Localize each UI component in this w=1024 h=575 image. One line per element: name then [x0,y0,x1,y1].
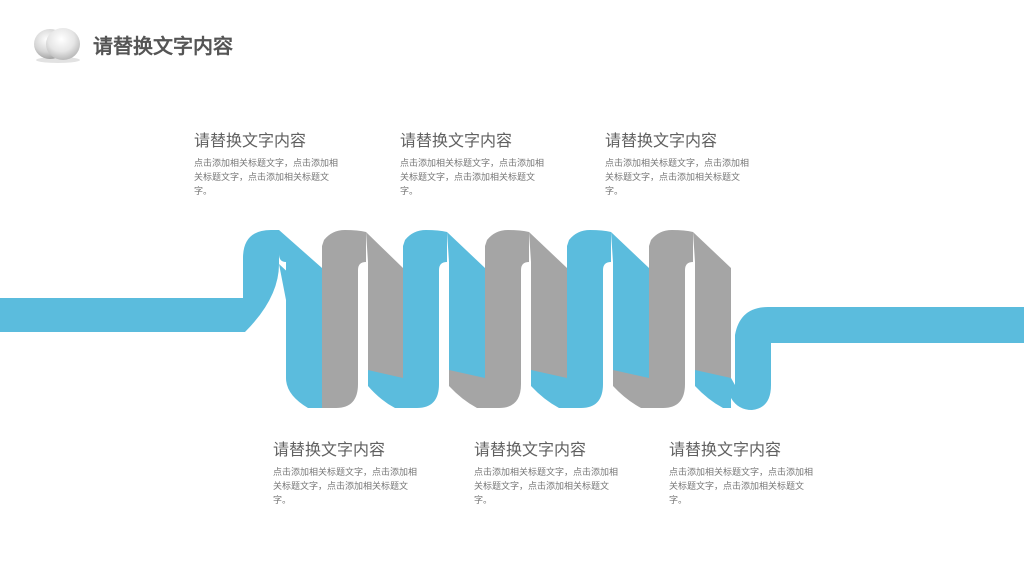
block-title: 请替换文字内容 [669,440,782,459]
blue-strand-2 [567,230,611,408]
block-title: 请替换文字内容 [605,131,718,150]
lower-gray-2 [613,370,649,408]
block-body: 点击添加相关标题文字，点击添加相关标题文字，点击添加相关标题文字。 [400,159,545,197]
coil-blue-diagonals [279,230,649,408]
blue-strand-1 [403,230,447,408]
coil-lower-diagonals [368,370,731,408]
top-block-3: 请替换文字内容 点击添加相关标题文字，点击添加相关标题文字，点击添加相关标题文字… [605,131,765,199]
block-body: 点击添加相关标题文字，点击添加相关标题文字，点击添加相关标题文字。 [273,468,418,506]
bottom-block-3: 请替换文字内容 点击添加相关标题文字，点击添加相关标题文字，点击添加相关标题文字… [669,440,829,508]
coil-right-bar [735,307,1024,385]
block-body: 点击添加相关标题文字，点击添加相关标题文字，点击添加相关标题文字。 [474,468,619,506]
blue-diag-c [611,232,649,378]
gray-strand-2 [485,230,529,408]
top-block-1: 请替换文字内容 点击添加相关标题文字，点击添加相关标题文字，点击添加相关标题文字… [194,131,354,199]
block-title: 请替换文字内容 [474,440,587,459]
gray-diag-c [693,232,731,378]
gray-diag-b [529,232,567,378]
lower-blue-3 [695,370,731,408]
bottom-block-1: 请替换文字内容 点击添加相关标题文字，点击添加相关标题文字，点击添加相关标题文字… [273,440,433,508]
logo-icon [34,28,80,63]
block-body: 点击添加相关标题文字，点击添加相关标题文字，点击添加相关标题文字。 [669,468,814,506]
top-block-2: 请替换文字内容 点击添加相关标题文字，点击添加相关标题文字，点击添加相关标题文字… [400,131,560,199]
gray-strand-1 [322,230,366,408]
blue-diag-b [447,232,485,378]
coil-left-bar [0,230,279,332]
gray-diag-a [366,232,403,378]
block-title: 请替换文字内容 [400,131,513,150]
page-title: 请替换文字内容 [93,34,233,58]
block-body: 点击添加相关标题文字，点击添加相关标题文字，点击添加相关标题文字。 [605,159,750,197]
lower-blue-2 [531,370,567,408]
coil-gray-diagonals [366,232,731,378]
block-title: 请替换文字内容 [273,440,386,459]
coil-gray-strands [322,230,693,408]
coil-blue-strands [403,230,611,408]
lower-gray-1 [449,370,485,408]
lower-blue-1 [368,370,403,408]
block-body: 点击添加相关标题文字，点击添加相关标题文字，点击添加相关标题文字。 [194,159,339,197]
bottom-block-2: 请替换文字内容 点击添加相关标题文字，点击添加相关标题文字，点击添加相关标题文字… [474,440,634,508]
blue-strand-final [731,378,771,410]
gray-strand-3 [649,230,693,408]
block-title: 请替换文字内容 [194,131,307,150]
blue-diag-a [279,264,322,408]
